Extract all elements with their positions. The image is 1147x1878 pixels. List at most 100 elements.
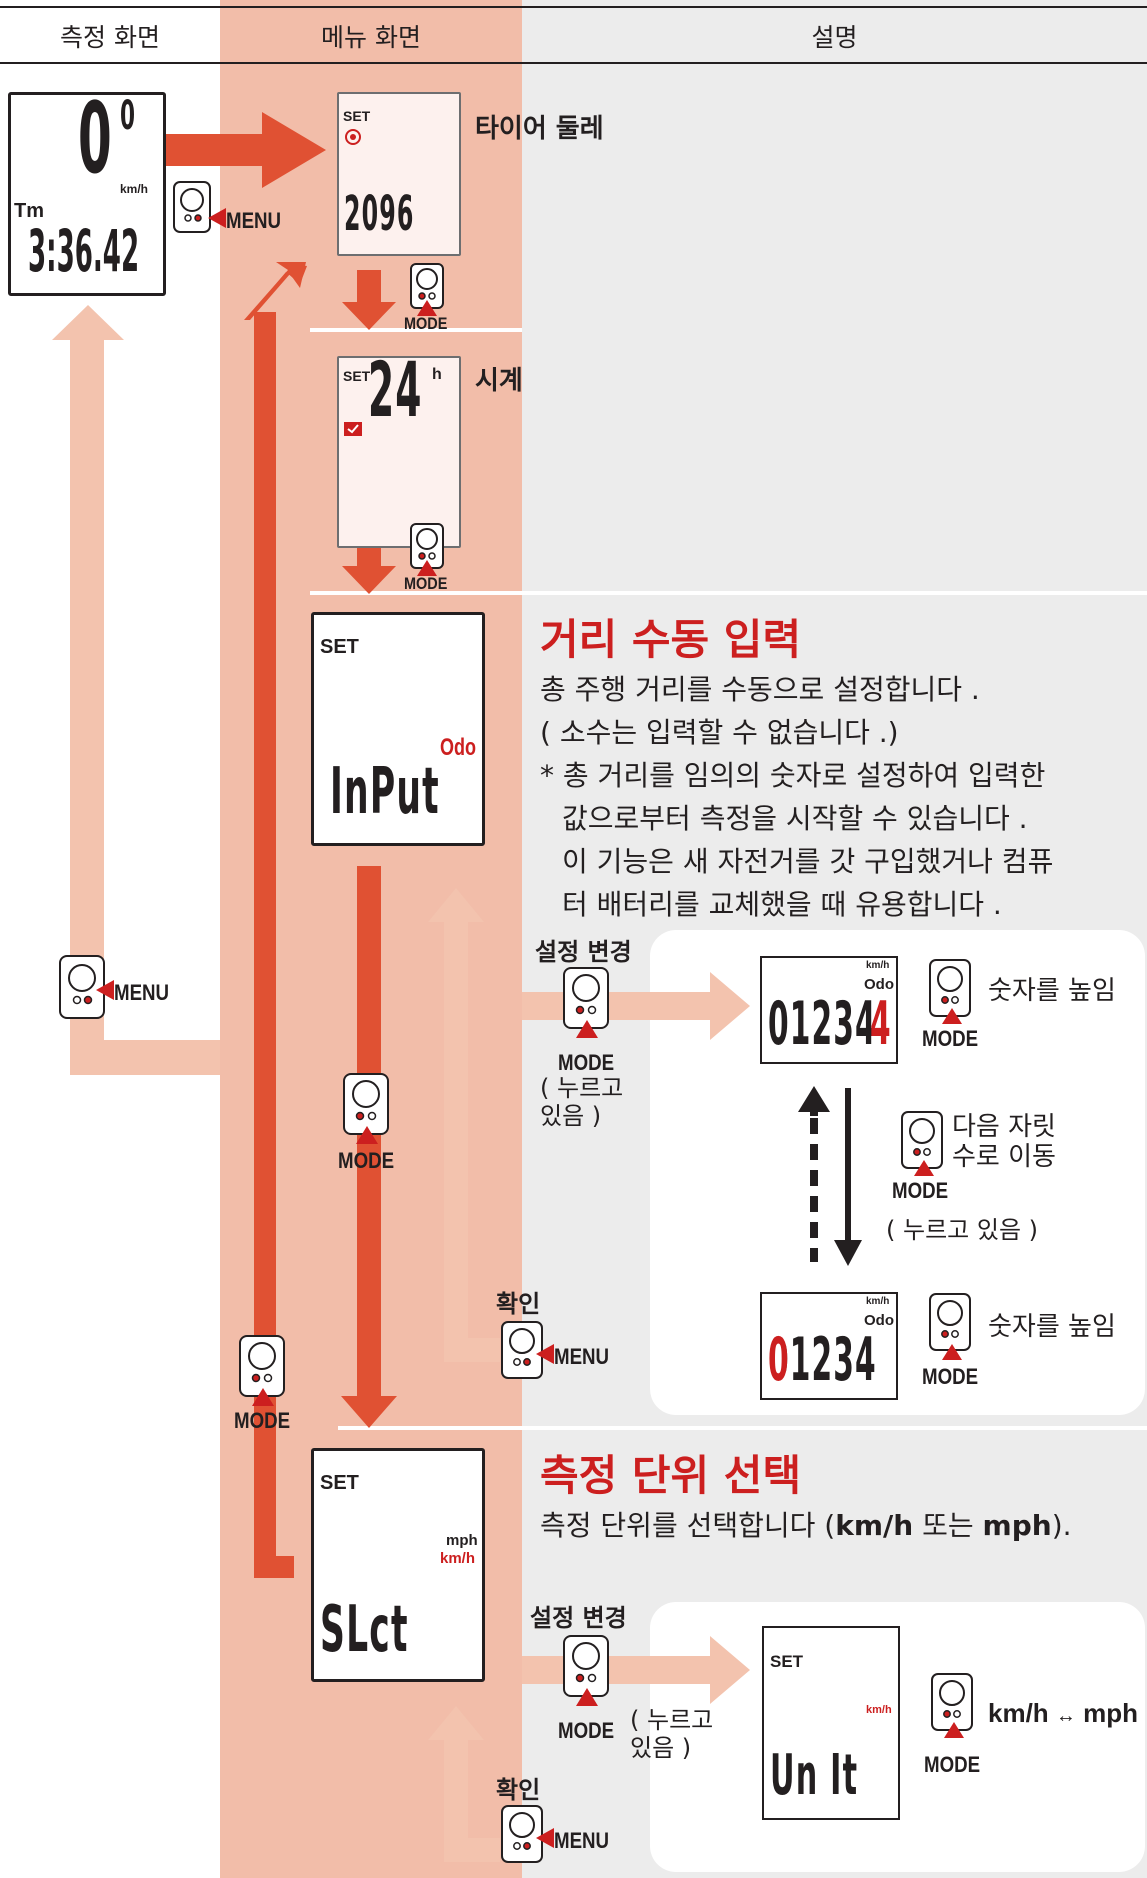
tire-to-clock-arrow — [342, 270, 396, 330]
unit-change-arrow — [522, 1636, 750, 1704]
hold-label-1: ( 누르고 — [540, 1074, 624, 1102]
menu-button-icon[interactable] — [500, 1320, 544, 1380]
odo-input-set: SET — [320, 636, 359, 658]
hold-label-2: 있음 ) — [540, 1102, 602, 1130]
increase-label: 숫자를 높임 — [988, 976, 1116, 1006]
odo-input-title: 거리 수동 입력 — [540, 615, 802, 664]
separator — [310, 328, 522, 332]
menu-label: MENU — [226, 208, 282, 233]
desc-text: 측정 단위를 선택합니다 ( — [540, 1509, 836, 1542]
mode-label: MODE — [404, 574, 448, 593]
odo-input-desc-2: ( 소수는 입력할 수 없습니다 .) — [540, 716, 899, 749]
odo-input-desc-3: * 총 거리를 임의의 숫자로 설정하여 입력한 — [540, 759, 1046, 792]
menu-button-icon[interactable] — [58, 954, 108, 1022]
unit-panel-lcd — [762, 1626, 900, 1820]
pointer-icon — [417, 560, 437, 576]
tire-set: SET — [343, 108, 371, 124]
mode-button-icon[interactable] — [409, 262, 445, 310]
mode-button-icon[interactable] — [928, 958, 972, 1018]
clock-icon — [344, 422, 362, 436]
mode-label: MODE — [404, 314, 448, 333]
odo-panel-odo: Odo — [864, 1312, 894, 1329]
time-value: 3:36.42 — [28, 217, 140, 285]
unit-toggle: km/h ↔ mph — [988, 1698, 1138, 1729]
speed-unit: km/h — [120, 182, 149, 196]
unit-select-title: 측정 단위 선택 — [540, 1451, 802, 1500]
tire-title: 타이어 둘레 — [475, 114, 604, 144]
odo-panel-odo: Odo — [864, 976, 894, 993]
clock-value: 24 — [368, 345, 423, 434]
unit-confirm-label: 확인 — [496, 1776, 541, 1804]
toggle-kmh: km/h — [988, 1698, 1049, 1728]
pointer-icon — [252, 1388, 274, 1406]
menu-label: MENU — [554, 1344, 610, 1369]
header-measure-screen: 측정 화면 — [60, 23, 160, 52]
header-rule-top — [0, 6, 1147, 8]
menu-button-icon[interactable] — [172, 180, 212, 234]
desc-text: 또는 — [913, 1509, 983, 1542]
enter-menu-arrow — [160, 112, 326, 188]
mode-button-icon[interactable] — [342, 1072, 390, 1136]
mode-label: MODE — [234, 1408, 291, 1433]
active-digit-mask — [766, 1330, 786, 1390]
unit-select-display: SLct — [320, 1593, 409, 1667]
menu-label: MENU — [554, 1828, 610, 1853]
solid-down-arrow — [834, 1240, 862, 1266]
unit-return-arrow — [252, 262, 307, 1578]
pointer-icon — [96, 980, 114, 1000]
mode-label: MODE — [892, 1178, 949, 1203]
pointer-icon — [356, 1126, 378, 1144]
mode-button-icon[interactable] — [409, 522, 445, 570]
odo-active-digit-bottom: 0 — [768, 1325, 790, 1395]
odo-panel-unit: km/h — [866, 960, 890, 971]
dashed-up-arrow — [798, 1086, 830, 1116]
unit-change-label: 설정 변경 — [530, 1604, 627, 1632]
mode-button-icon[interactable] — [238, 1334, 286, 1398]
tire-lcd — [337, 92, 461, 256]
unit-select-desc: 측정 단위를 선택합니다 (km/h 또는 mph). — [540, 1504, 1072, 1547]
speed-value: 0 — [78, 82, 113, 196]
odo-panel-value-top: 01234 — [768, 994, 966, 1056]
clock-to-input-arrow — [342, 530, 396, 594]
menu-button-icon[interactable] — [500, 1804, 544, 1864]
toggle-mph: mph — [1083, 1698, 1139, 1728]
mode-label: MODE — [338, 1148, 395, 1173]
unit-confirm-arrow — [428, 1706, 500, 1862]
unit-panel-set: SET — [770, 1652, 804, 1671]
tm-label: Tm — [14, 200, 44, 222]
odo-change-label: 설정 변경 — [535, 938, 632, 966]
increase-label: 숫자를 높임 — [988, 1312, 1116, 1342]
unit-select-mph: mph — [446, 1532, 478, 1549]
odo-input-display: InPut — [330, 755, 440, 829]
odo-input-desc-4: 값으로부터 측정을 시작할 수 있습니다 . — [562, 802, 1028, 835]
next-digit-label-1: 다음 자릿 — [952, 1112, 1056, 1142]
swap-arrow-icon: ↔ — [1055, 1705, 1076, 1727]
odo-value-digits: 01234 — [768, 994, 877, 1056]
measure-screen-lcd — [8, 92, 166, 296]
return-arrow — [52, 305, 220, 1075]
odo-input-lcd — [311, 612, 485, 846]
separator — [310, 591, 1147, 595]
input-to-unit-arrow — [341, 866, 397, 1428]
mode-button-icon[interactable] — [900, 1110, 944, 1170]
pointer-icon — [417, 300, 437, 316]
separator — [338, 1426, 1147, 1430]
unit-select-lcd — [311, 1448, 485, 1682]
odo-active-digit-top: 4 — [870, 989, 892, 1059]
desc-kmh: km/h — [835, 1509, 914, 1542]
mode-button-icon[interactable] — [928, 1292, 972, 1352]
header-description: 설명 — [811, 23, 858, 52]
odo-input-odo: Odo — [440, 734, 476, 761]
odo-change-arrow — [522, 972, 750, 1040]
clock-title: 시계 — [475, 366, 523, 396]
pointer-icon — [576, 1020, 598, 1038]
hold-label: ( 누르고 있음 ) — [886, 1216, 1039, 1244]
pointer-icon — [914, 1160, 934, 1176]
clock-hour-unit: h — [432, 366, 442, 383]
next-digit-label-2: 수로 이동 — [952, 1142, 1056, 1172]
tire-value: 2096 — [344, 186, 415, 242]
menu-label: MENU — [114, 980, 170, 1005]
pointer-icon — [944, 1722, 964, 1738]
desc-mph: mph — [982, 1509, 1052, 1542]
